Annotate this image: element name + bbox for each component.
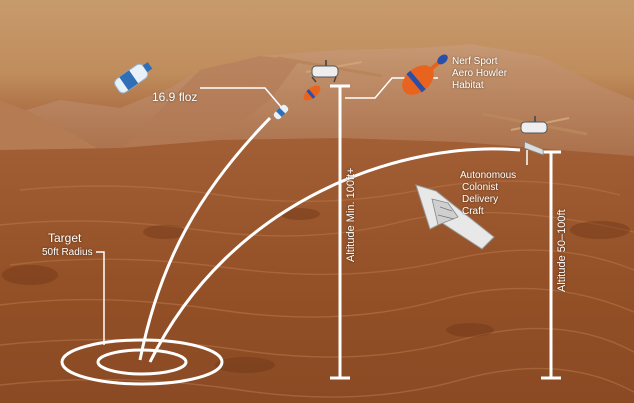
- target-title-label: Target: [48, 231, 82, 245]
- habitat-label-line3: Habitat: [452, 80, 484, 91]
- habitat-label-line2: Aero Howler: [452, 68, 508, 79]
- dark-crests: [2, 208, 630, 373]
- habitat-label: Nerf Sport Aero Howler Habitat: [452, 56, 507, 92]
- altitude-bar-right: [541, 150, 561, 380]
- dune-ripples: [0, 180, 634, 398]
- left-cliff: [0, 100, 100, 160]
- trajectory-lines: [138, 116, 521, 363]
- falling-howler-icon: [303, 85, 321, 101]
- craft-label-line1: Autonomous: [460, 170, 517, 181]
- bottle-trajectory: [138, 116, 272, 361]
- craft-label-line4: Craft: [462, 206, 484, 217]
- craft-label: Autonomous Colonist Delivery Craft: [460, 170, 516, 218]
- bottle-volume-label: 16.9 floz: [152, 90, 198, 104]
- flying-wing-glider-icon: [415, 184, 495, 250]
- habitat-label-line1: Nerf Sport: [452, 56, 498, 67]
- mesa-shadow: [120, 56, 300, 150]
- nerf-howler-icon: [402, 54, 448, 95]
- ground: [0, 138, 634, 403]
- autogyro-icon-lower: [482, 112, 588, 136]
- glider-trajectory: [148, 147, 521, 363]
- craft-label-line2: Colonist: [462, 182, 499, 193]
- falling-glider-icon: [524, 141, 544, 156]
- target-radius-label: 50ft Radius: [42, 247, 93, 258]
- autogyro-icon-upper: [277, 56, 383, 83]
- altitude-range-label: Altitude 50–100ft: [556, 209, 568, 292]
- altitude-bar-left: [330, 84, 350, 380]
- water-bottle-icon: [114, 62, 153, 94]
- falling-bottle-icon: [273, 104, 289, 120]
- altitude-min-label: Altitude Min. 100ft+: [345, 167, 357, 262]
- craft-label-line3: Delivery: [462, 194, 499, 205]
